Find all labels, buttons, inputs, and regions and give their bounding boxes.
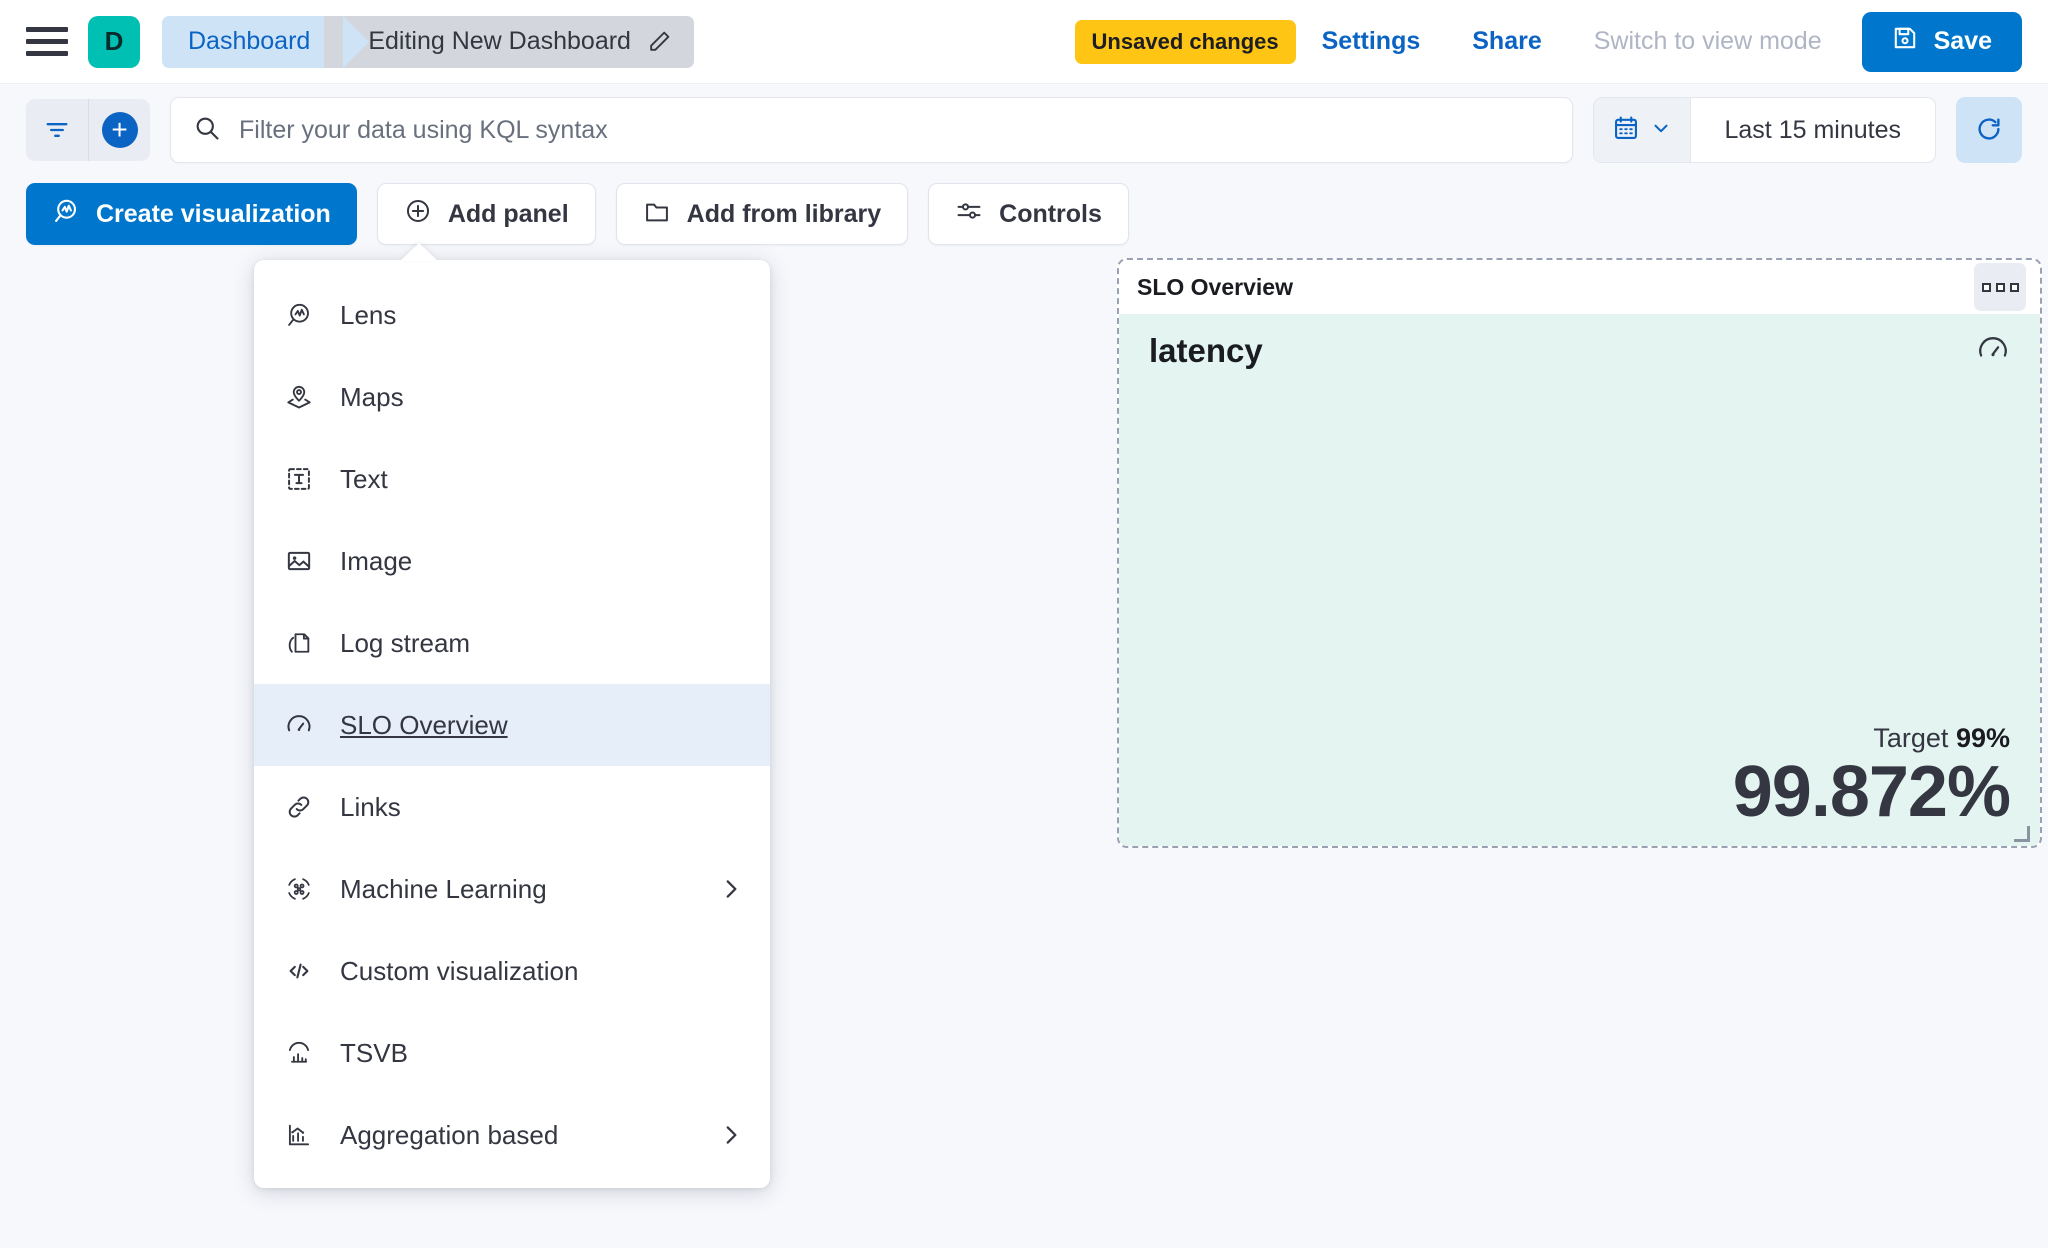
switch-to-view-mode-link[interactable]: Switch to view mode: [1593, 27, 1822, 55]
menu-item-image[interactable]: Image: [254, 520, 770, 602]
menu-item-label: Aggregation based: [340, 1119, 559, 1150]
lens-icon: [52, 197, 80, 232]
breadcrumb-dashboard-label: Dashboard: [188, 27, 311, 55]
calendar-icon: [1612, 114, 1640, 147]
panel-resize-handle[interactable]: [2014, 826, 2030, 842]
add-panel-menu: Lens Maps Text: [254, 260, 770, 1188]
menu-item-aggregation-based[interactable]: Aggregation based: [254, 1094, 770, 1176]
folder-icon: [643, 197, 671, 232]
slo-overview-panel[interactable]: SLO Overview latency Target 99: [1117, 258, 2042, 848]
refresh-icon: [1974, 114, 2004, 147]
panel-header: SLO Overview: [1119, 260, 2040, 314]
menu-item-label: SLO Overview: [340, 709, 508, 740]
breadcrumb: Dashboard Editing New Dashboard: [162, 15, 694, 68]
create-visualization-label: Create visualization: [96, 199, 331, 228]
menu-item-links[interactable]: Links: [254, 766, 770, 848]
menu-item-tsvb[interactable]: TSVB: [254, 1012, 770, 1094]
chevron-right-icon: [718, 1122, 744, 1148]
filter-button-group: +: [26, 99, 150, 161]
breadcrumb-editing-label: Editing New Dashboard: [368, 27, 631, 55]
menu-item-custom-visualization[interactable]: Custom visualization: [254, 930, 770, 1012]
pencil-icon[interactable]: [647, 29, 672, 54]
slo-metric-name: latency: [1149, 332, 1263, 369]
gauge-icon: [1976, 332, 2010, 371]
header-actions: Unsaved changes Settings Share Switch to…: [1074, 11, 2022, 72]
add-from-library-button[interactable]: Add from library: [615, 183, 909, 245]
slo-target-value: 99%: [1955, 723, 2010, 753]
chevron-right-icon: [718, 876, 744, 902]
menu-item-label: TSVB: [340, 1037, 408, 1068]
slo-sli-value: 99.872%: [1732, 752, 2011, 832]
menu-item-label: Image: [340, 545, 413, 576]
lens-icon: [284, 301, 314, 329]
save-button-label: Save: [1933, 27, 1992, 55]
save-button[interactable]: Save: [1861, 11, 2022, 72]
search-input-container[interactable]: [170, 97, 1573, 163]
space-avatar[interactable]: D: [88, 15, 140, 68]
breadcrumb-item-dashboard[interactable]: Dashboard: [162, 15, 370, 68]
map-pin-layers-icon: [284, 383, 314, 411]
save-disk-icon: [1892, 25, 1918, 58]
controls-button[interactable]: Controls: [928, 183, 1129, 245]
link-icon: [284, 793, 314, 821]
unsaved-changes-badge: Unsaved changes: [1074, 19, 1296, 64]
filter-icon[interactable]: [26, 99, 88, 161]
dashboard-toolbar: Create visualization Add panel Add from …: [0, 176, 2048, 252]
code-icon: [284, 957, 314, 985]
controls-label: Controls: [999, 199, 1102, 228]
menu-item-log-stream[interactable]: Log stream: [254, 602, 770, 684]
menu-item-label: Custom visualization: [340, 955, 579, 986]
slo-values: Target 99% 99.872%: [1149, 723, 2011, 832]
share-link[interactable]: Share: [1472, 27, 1542, 55]
aggregation-chart-icon: [284, 1121, 314, 1149]
date-picker-group: Last 15 minutes: [1592, 97, 1936, 163]
tsvb-chart-icon: [284, 1039, 314, 1067]
menu-item-maps[interactable]: Maps: [254, 356, 770, 438]
panel-body: latency Target 99% 99.872%: [1119, 314, 2040, 846]
menu-item-label: Text: [340, 463, 388, 494]
add-filter-button[interactable]: +: [88, 99, 150, 161]
panel-body-header: latency: [1149, 332, 2010, 371]
menu-item-label: Machine Learning: [340, 873, 547, 904]
slo-target-label: Target: [1873, 723, 1949, 753]
menu-item-text[interactable]: Text: [254, 438, 770, 520]
query-bar: + Last 15 minutes: [0, 84, 2048, 176]
sliders-icon: [955, 197, 983, 232]
search-input[interactable]: [239, 115, 1550, 145]
dashboard-content: Lens Maps Text: [0, 252, 2048, 1248]
add-from-library-label: Add from library: [686, 199, 882, 228]
date-range-value[interactable]: Last 15 minutes: [1724, 115, 1902, 144]
slo-target: Target 99%: [1149, 723, 2010, 754]
text-box-icon: [284, 465, 314, 493]
create-visualization-button[interactable]: Create visualization: [26, 183, 357, 245]
gauge-icon: [284, 711, 314, 739]
refresh-button[interactable]: [1956, 97, 2022, 163]
log-stream-icon: [284, 629, 314, 657]
add-panel-button[interactable]: Add panel: [376, 183, 596, 245]
panel-context-menu-icon[interactable]: [1974, 263, 2026, 311]
panel-title: SLO Overview: [1137, 273, 1293, 300]
menu-item-label: Log stream: [340, 627, 471, 658]
menu-item-label: Lens: [340, 299, 397, 330]
menu-item-slo-overview[interactable]: SLO Overview: [254, 684, 770, 766]
menu-item-machine-learning[interactable]: Machine Learning: [254, 848, 770, 930]
search-icon: [193, 114, 221, 147]
chevron-down-icon: [1650, 117, 1672, 144]
menu-item-label: Links: [340, 791, 401, 822]
machine-learning-icon: [284, 875, 314, 903]
date-quick-select-button[interactable]: [1593, 98, 1691, 162]
breadcrumb-item-editing[interactable]: Editing New Dashboard: [324, 15, 694, 68]
menu-item-label: Maps: [340, 381, 404, 412]
image-icon: [284, 547, 314, 575]
plus-circle-outline-icon: [404, 197, 432, 232]
menu-item-lens[interactable]: Lens: [254, 274, 770, 356]
hamburger-menu-icon[interactable]: [26, 20, 70, 64]
settings-link[interactable]: Settings: [1321, 27, 1421, 55]
plus-circle-icon: +: [101, 112, 138, 148]
add-panel-label: Add panel: [447, 199, 569, 228]
app-header: D Dashboard Editing New Dashboard Unsave…: [0, 0, 2048, 84]
